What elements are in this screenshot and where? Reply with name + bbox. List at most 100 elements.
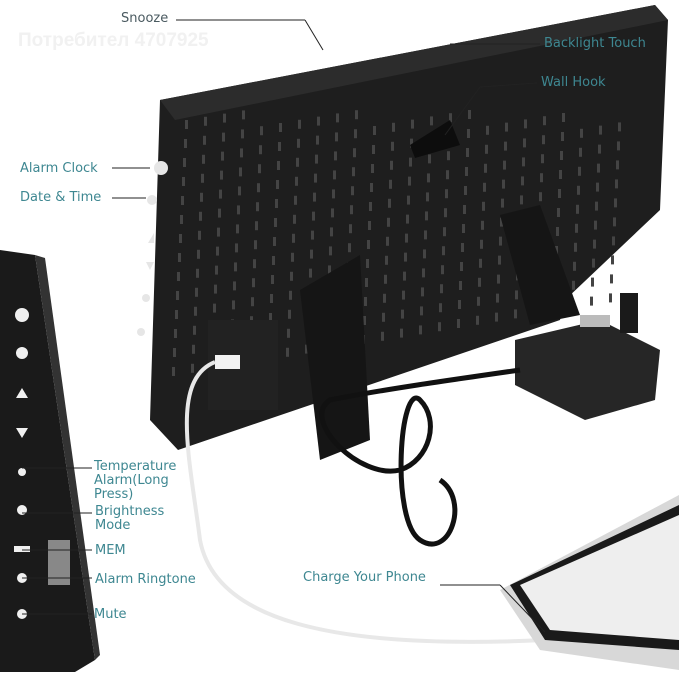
vent-slot [405,233,408,243]
vent-slot [543,116,546,126]
vent-slot [539,192,542,202]
vent-slot [421,287,424,297]
vent-slot [524,119,527,129]
vent-slot [590,296,593,306]
vent-slot [202,154,205,164]
vent-slot [354,129,357,139]
vent-slot [363,316,366,325]
vent-slot [458,300,461,309]
vent-slot [576,204,579,214]
vent-slot [201,173,204,183]
vent-slot [235,243,238,253]
vent-slot [364,297,367,306]
vent-slot [485,144,488,154]
vent-slot [613,217,616,227]
vent-slot [427,173,430,183]
vent-slot [288,309,291,319]
vent-slot [259,145,262,155]
vent-slot [523,138,526,148]
stand [300,255,370,460]
vent-slot [253,259,256,269]
vent-slot [391,141,394,151]
vent-slot [407,195,410,205]
vent-slot [480,239,483,249]
vent-pattern [172,110,621,376]
vent-slot [462,224,465,233]
vent-slot [460,262,463,271]
vent-slot [541,154,544,164]
vent-slot [422,268,425,278]
vent-slot [213,303,216,313]
vent-slot [386,236,389,246]
vent-slot [257,183,260,193]
vent-slot [278,142,281,151]
vent-slot [215,265,218,275]
vent-slot [573,261,576,271]
vent-slot [561,132,564,141]
label-mem: MEM [95,543,126,558]
clock-back-panel [150,5,668,450]
vent-slot [400,328,403,338]
vent-slot [498,255,501,265]
vent-slot [579,147,582,157]
vent-slot [252,278,255,288]
vent-slot [467,129,470,138]
vent-slot [239,167,242,177]
vent-slot [591,277,594,287]
side-buttons [137,161,168,336]
vent-slot [199,211,202,221]
vent-slot [610,274,613,284]
vent-slot [330,227,333,237]
vent-slot [575,223,578,233]
vent-slot [336,113,339,123]
vent-slot [221,151,224,161]
vent-slot [367,240,370,249]
vent-slot [572,280,575,290]
vent-slot [425,211,428,221]
vent-slot [214,284,217,294]
leader-lines [22,19,546,633]
vent-slot [449,113,452,123]
vent-slot [481,220,484,230]
vent-slot [200,192,203,202]
vent-slot [176,291,179,300]
vent-slot [237,205,240,215]
vent-slot [295,176,298,186]
wall-hook [410,120,460,158]
vent-slot [185,120,188,129]
vent-slot [578,166,581,176]
vent-slot [372,145,375,154]
vent-slot [385,255,388,265]
vent-slot [222,132,225,142]
vent-slot [290,271,293,281]
vent-slot [315,154,318,164]
vent-slot [562,113,565,122]
vent-slot [514,309,517,319]
vent-slot [504,141,507,151]
vent-slot [309,268,312,278]
vent-slot [275,199,278,208]
vent-slot [522,157,525,167]
vent-slot [463,205,466,214]
vent-slot [273,237,276,246]
vent-slot [515,290,518,300]
vent-slot [403,271,406,281]
vent-slot [192,344,195,354]
vent-slot [269,313,272,322]
vent-slot [580,128,583,138]
label-mute: Mute [94,607,127,622]
vent-slot [499,236,502,246]
vent-slot [196,268,199,278]
label-brightness-mode: Brightness Mode [95,505,164,533]
vent-slot [194,306,197,316]
vent-slot [593,239,596,249]
vent-slot [410,138,413,148]
vent-slot [617,141,620,151]
vent-slot [373,126,376,135]
label-wall-hook: Wall Hook [541,75,606,90]
vent-slot [389,179,392,189]
vent-slot [468,110,471,119]
vent-slot [287,328,290,338]
vent-slot [242,110,245,120]
side-view-buttons [14,308,30,619]
